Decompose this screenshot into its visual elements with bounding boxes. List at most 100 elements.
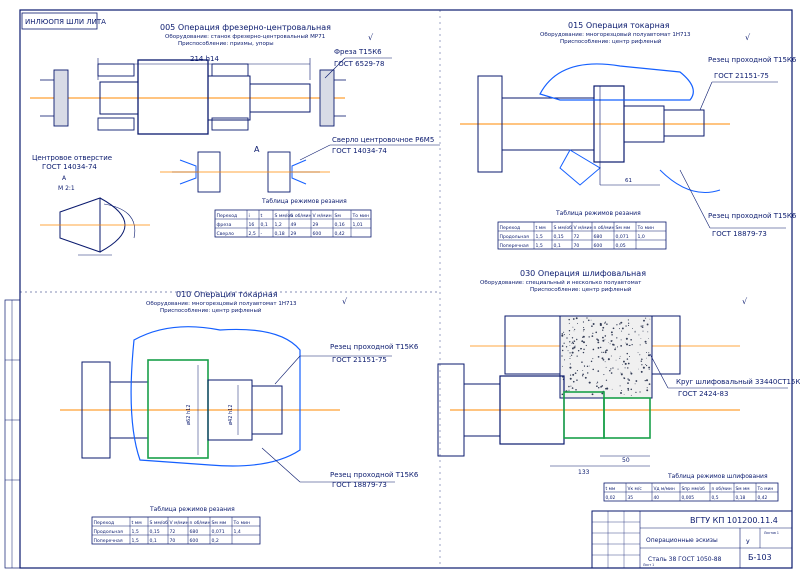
titleblock-name: Операционные эскизы [646, 537, 718, 544]
wheel-grain [627, 387, 630, 390]
wheel-grain [630, 394, 632, 396]
wheel-grain [618, 328, 620, 330]
wheel-grain [592, 332, 594, 334]
op030-table-header-0: t мм [606, 486, 616, 492]
wheel-grain [569, 356, 571, 357]
wheel-grain [619, 357, 621, 359]
op015-table-cell-2-0: Поперечная [500, 243, 529, 249]
op015-table-header-3: V м/мин [574, 225, 593, 231]
op005-table-cell-2-0: Сверло [217, 231, 235, 237]
wheel-grain [628, 355, 630, 357]
wheel-grain [597, 370, 600, 372]
wheel-grain [592, 348, 595, 351]
op015-table-cell-1-2: 0,15 [554, 234, 564, 240]
wheel-grain [607, 358, 610, 361]
wheel-grain [625, 342, 627, 344]
wheel-grain [572, 342, 575, 345]
op015-title: 015 Операция токарная [568, 21, 670, 30]
op015-table-header-1: t мм [536, 225, 547, 231]
wheel-grain [602, 385, 603, 386]
op005-drill-gost: ГОСТ 14034-74 [332, 147, 387, 155]
op005-cutter-right [319, 69, 335, 127]
wheel-grain [604, 322, 605, 324]
op005-table-header-0: Переход [217, 213, 238, 219]
wheel-grain [571, 347, 574, 350]
op010-tool2-label: Резец проходной Т15К6 [330, 471, 419, 479]
wheel-grain [603, 374, 605, 376]
wheel-grain [646, 364, 648, 367]
wheel-grain [565, 346, 568, 348]
wheel-grain [631, 343, 633, 346]
wheel-grain [641, 326, 644, 328]
wheel-grain [619, 323, 621, 325]
op005-cutter-left [53, 69, 69, 127]
wheel-grain [621, 327, 624, 330]
wheel-grain [574, 328, 576, 331]
op005-drill-label: Сверло центровочное Р6М5 [332, 136, 434, 144]
op015-tool2-gost: ГОСТ 18879-73 [712, 230, 767, 238]
op030-dim-length: 133 [578, 469, 590, 476]
wheel-grain [602, 336, 604, 339]
wheel-grain [566, 337, 568, 339]
wheel-grain [588, 365, 590, 367]
wheel-grain [639, 354, 641, 356]
wheel-grain [595, 331, 598, 334]
wheel-grain [627, 389, 630, 391]
op010-table-cell-2-0: Поперечная [94, 538, 123, 544]
op005-table-header-6: Sм [335, 213, 342, 219]
wheel-grain [648, 368, 650, 370]
op010-table-cell-1-6: 1,4 [234, 529, 241, 535]
op005-table-cell-1-4: 49 [291, 222, 297, 228]
op030-table-cell-1-6: 0,42 [758, 495, 768, 501]
wheel-grain [640, 325, 642, 327]
wheel-grain [639, 344, 641, 346]
wheel-grain [585, 344, 587, 347]
op015-table-cell-1-5: 0,071 [616, 234, 629, 240]
op010-table-cell-2-1: 1,5 [132, 538, 139, 544]
op005-center-hole-gost: ГОСТ 14034-74 [42, 163, 97, 171]
wheel-grain [628, 344, 630, 346]
wheel-grain [571, 351, 574, 354]
op030-grinding-wheel [559, 315, 653, 399]
wheel-grain [569, 345, 571, 346]
op010-table-cell-1-3: 72 [170, 529, 176, 535]
wheel-grain [640, 370, 643, 373]
wheel-grain [627, 324, 630, 327]
op005-table-cell-1-5: 29 [313, 222, 319, 228]
wheel-grain [561, 333, 564, 335]
wheel-grain [596, 381, 599, 383]
wheel-grain [577, 349, 580, 352]
op030-table-cell-1-1: 35 [628, 495, 634, 501]
op005-length-dim: 214 h14 [190, 55, 219, 63]
wheel-grain [582, 369, 584, 371]
wheel-grain [572, 380, 575, 383]
wheel-grain [601, 351, 603, 353]
op005-table-cell-2-5: 600 [313, 231, 322, 237]
wheel-grain [610, 331, 613, 334]
wheel-grain [620, 345, 623, 347]
op005-table-cell-2-6: 0,42 [335, 231, 345, 237]
wheel-grain [648, 366, 651, 369]
op030-table-cell-1-0: 0,02 [606, 495, 616, 501]
op030-equipment: Оборудование: специальный и несколько по… [480, 279, 642, 286]
op005-table-cell-1-3: 1,2 [275, 222, 282, 228]
wheel-grain [648, 338, 649, 340]
wheel-grain [625, 337, 628, 340]
wheel-grain [582, 321, 585, 323]
wheel-grain [620, 372, 621, 374]
wheel-grain [612, 343, 614, 346]
op010-table-cell-2-5: 0,2 [212, 538, 219, 544]
wheel-grain [573, 340, 576, 342]
op005-table-header-4: n об/мин [291, 213, 312, 219]
wheel-grain [576, 379, 578, 381]
wheel-grain [634, 331, 636, 333]
wheel-grain [634, 383, 636, 385]
op010-table-header-2: S мм/об [150, 520, 169, 526]
svg-text:√: √ [745, 33, 751, 42]
wheel-grain [600, 385, 602, 388]
op030-table-cell-1-5: 0,18 [736, 495, 746, 501]
operation-010: 010 Операция токарная Оборудование: мног… [60, 290, 419, 545]
wheel-grain [608, 342, 609, 343]
wheel-grain [635, 380, 638, 382]
